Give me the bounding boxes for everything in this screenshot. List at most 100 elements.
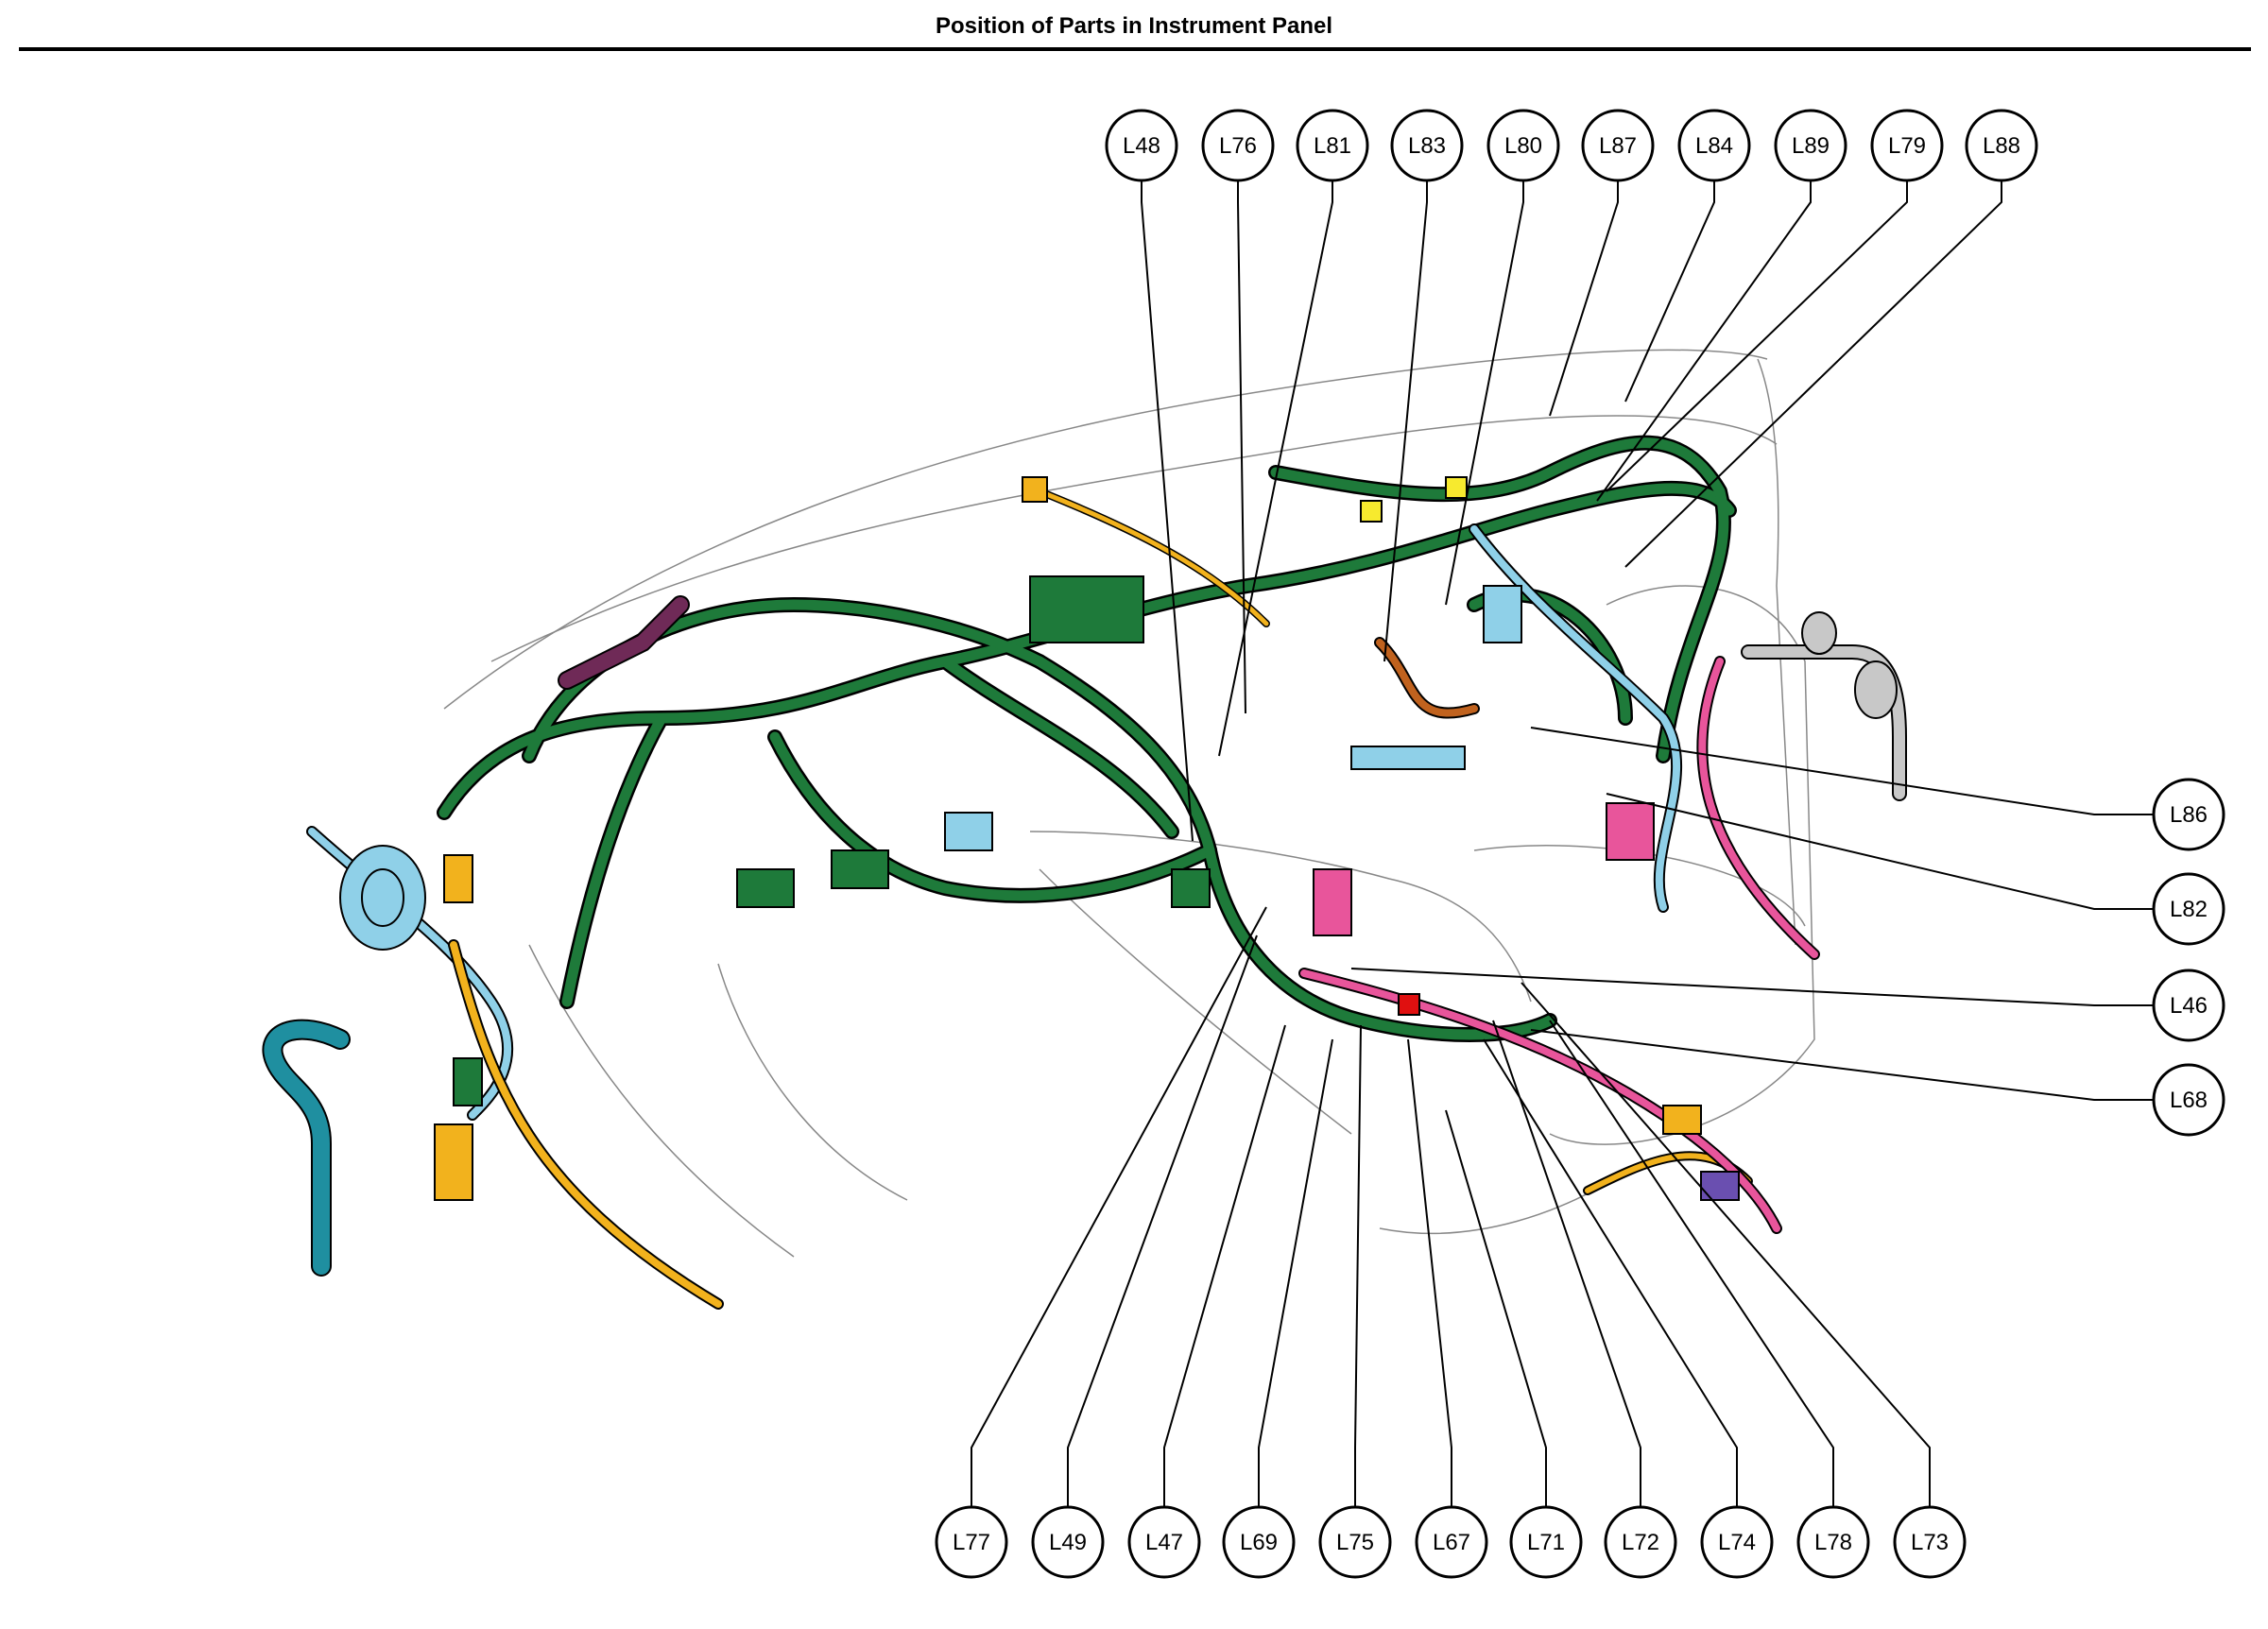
leader-line xyxy=(1350,968,2154,1006)
connector-block xyxy=(1398,993,1420,1016)
leader-line xyxy=(1624,180,1715,403)
callout-label: L89 xyxy=(1792,133,1830,159)
callout-label: L48 xyxy=(1123,133,1160,159)
callout-l79: L79 xyxy=(1870,109,1944,182)
callout-l77: L77 xyxy=(935,1505,1008,1579)
callout-l68: L68 xyxy=(2152,1063,2225,1137)
connector-block xyxy=(1350,746,1466,770)
callout-l47: L47 xyxy=(1127,1505,1201,1579)
callout-label: L73 xyxy=(1911,1530,1949,1555)
connector-block xyxy=(1313,868,1352,936)
callout-label: L88 xyxy=(1983,133,2020,159)
connector-block xyxy=(434,1123,473,1201)
callout-l82: L82 xyxy=(2152,872,2225,946)
leader-line xyxy=(1530,1029,2154,1101)
callout-label: L79 xyxy=(1888,133,1926,159)
callout-l74: L74 xyxy=(1700,1505,1774,1579)
callout-l76: L76 xyxy=(1201,109,1275,182)
leader-line xyxy=(1521,982,1931,1507)
leader-line xyxy=(1606,793,2154,910)
connector-block xyxy=(1445,476,1468,499)
harness-teal xyxy=(262,1019,351,1277)
grommet xyxy=(1801,611,1837,655)
leader-line xyxy=(1549,180,1619,417)
callout-l67: L67 xyxy=(1415,1505,1488,1579)
callout-label: L72 xyxy=(1622,1530,1659,1555)
callout-l78: L78 xyxy=(1796,1505,1870,1579)
leader-line xyxy=(1445,1109,1547,1507)
leader-line xyxy=(1258,1038,1333,1507)
callout-label: L76 xyxy=(1219,133,1257,159)
callout-label: L83 xyxy=(1408,133,1446,159)
connector-block xyxy=(1171,868,1211,908)
callout-l83: L83 xyxy=(1390,109,1464,182)
leader-line xyxy=(1237,180,1246,714)
leader-line xyxy=(1606,180,1908,492)
callout-label: L87 xyxy=(1599,133,1637,159)
leader-line xyxy=(1383,180,1428,662)
leader-line xyxy=(1596,180,1812,502)
leader-line xyxy=(1407,1038,1452,1507)
callout-label: L84 xyxy=(1695,133,1733,159)
callout-l72: L72 xyxy=(1604,1505,1677,1579)
callout-label: L80 xyxy=(1504,133,1542,159)
connector-block xyxy=(1360,500,1383,523)
leader-line xyxy=(1218,180,1333,757)
connector-block xyxy=(1700,1171,1740,1201)
leader-line xyxy=(1163,1024,1286,1507)
leader-line xyxy=(971,906,1267,1507)
callout-l73: L73 xyxy=(1893,1505,1967,1579)
callout-label: L71 xyxy=(1527,1530,1565,1555)
connector-block xyxy=(453,1057,483,1106)
connector-block xyxy=(1029,575,1144,643)
connector-block xyxy=(736,868,795,908)
connectors xyxy=(434,476,1740,1201)
title-rule xyxy=(19,47,2251,51)
harness-purple xyxy=(558,595,690,690)
leader-line xyxy=(1445,180,1524,606)
connector-block xyxy=(1022,476,1048,503)
callout-label: L86 xyxy=(2170,802,2208,828)
connector-block xyxy=(944,812,993,851)
harness-green xyxy=(437,435,1737,1042)
callout-l88: L88 xyxy=(1965,109,2038,182)
callout-label: L74 xyxy=(1718,1530,1756,1555)
page-title: Position of Parts in Instrument Panel xyxy=(935,13,1333,39)
callout-l75: L75 xyxy=(1318,1505,1392,1579)
callout-label: L81 xyxy=(1314,133,1351,159)
leader-line xyxy=(1549,1020,1834,1507)
callout-l84: L84 xyxy=(1677,109,1751,182)
connector-block xyxy=(1606,802,1655,861)
leader-line xyxy=(1354,1024,1362,1507)
grommets xyxy=(339,611,1898,951)
callout-label: L77 xyxy=(953,1530,990,1555)
connector-block xyxy=(1662,1105,1702,1135)
leader-line xyxy=(1483,1038,1738,1507)
connector-block xyxy=(1483,585,1522,643)
callout-l46: L46 xyxy=(2152,969,2225,1042)
grommet xyxy=(361,868,404,927)
callout-l80: L80 xyxy=(1486,109,1560,182)
callout-l86: L86 xyxy=(2152,778,2225,851)
callout-label: L82 xyxy=(2170,897,2208,922)
harness-orange-brown xyxy=(1374,637,1480,719)
leader-line xyxy=(1492,1020,1641,1507)
leader-line xyxy=(1624,180,2002,568)
callout-label: L67 xyxy=(1433,1530,1470,1555)
callout-label: L78 xyxy=(1814,1530,1852,1555)
leader-line xyxy=(1141,180,1194,842)
callout-l81: L81 xyxy=(1296,109,1369,182)
grommet xyxy=(1854,660,1898,719)
harness-green-fill xyxy=(438,437,1735,1040)
callout-l48: L48 xyxy=(1105,109,1178,182)
callout-l69: L69 xyxy=(1222,1505,1296,1579)
callouts: L48 L76 L81 L83 L80 L87 L84 L89 L79 L88L86L82L46L… xyxy=(935,109,2225,1579)
callout-l89: L89 xyxy=(1774,109,1847,182)
connector-block xyxy=(443,854,473,903)
callout-label: L46 xyxy=(2170,993,2208,1019)
callout-label: L49 xyxy=(1049,1530,1087,1555)
callout-l87: L87 xyxy=(1581,109,1655,182)
harness-pink xyxy=(1298,656,1820,1234)
leader-lines xyxy=(971,180,2154,1507)
